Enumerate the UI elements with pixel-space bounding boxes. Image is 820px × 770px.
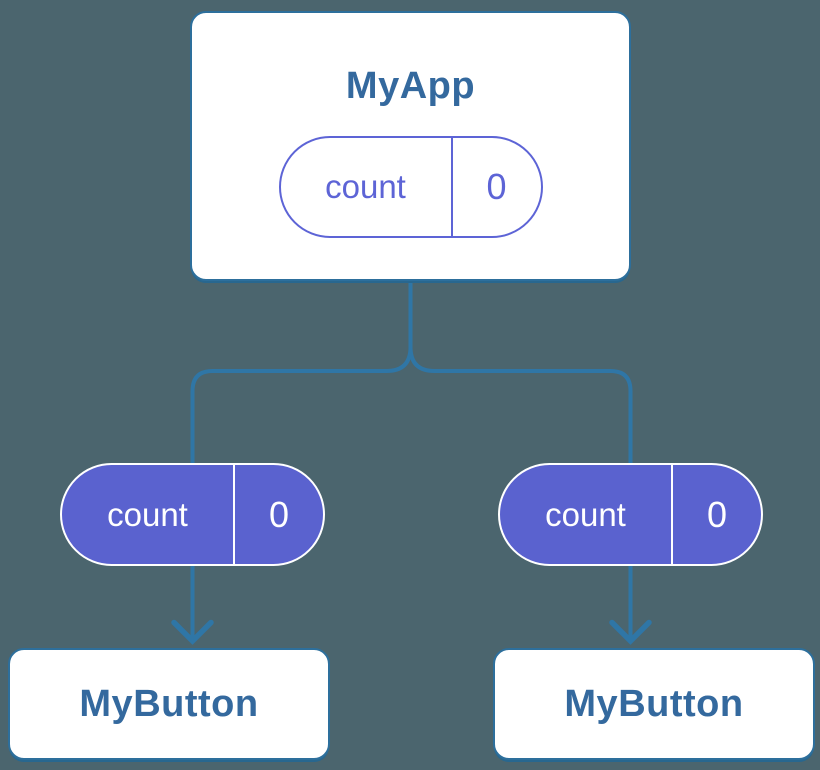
- arrow-down-icon: [609, 619, 652, 645]
- node-mybutton-label: MyButton: [564, 682, 744, 725]
- state-pill-myapp: count 0: [278, 136, 543, 238]
- node-mybutton-left: MyButton: [8, 648, 330, 760]
- prop-key: count: [545, 495, 626, 533]
- node-mybutton-label: MyButton: [79, 682, 259, 725]
- prop-value: 0: [268, 493, 290, 535]
- node-myapp-label: MyApp: [345, 65, 476, 107]
- pill-divider: [233, 465, 235, 564]
- arrow-down-icon: [171, 619, 214, 645]
- prop-pill-left: count 0: [60, 463, 325, 566]
- node-mybutton-right: MyButton: [493, 648, 815, 760]
- branch-line-left: [190, 281, 413, 637]
- prop-pill-right: count 0: [498, 463, 763, 566]
- pill-divider: [671, 465, 673, 564]
- branch-line-right: [408, 346, 633, 637]
- state-value: 0: [486, 166, 507, 207]
- node-myapp: MyApp count 0: [190, 11, 631, 281]
- state-key: count: [325, 168, 406, 205]
- prop-key: count: [107, 495, 188, 533]
- pill-divider: [450, 138, 453, 236]
- prop-value: 0: [706, 493, 728, 535]
